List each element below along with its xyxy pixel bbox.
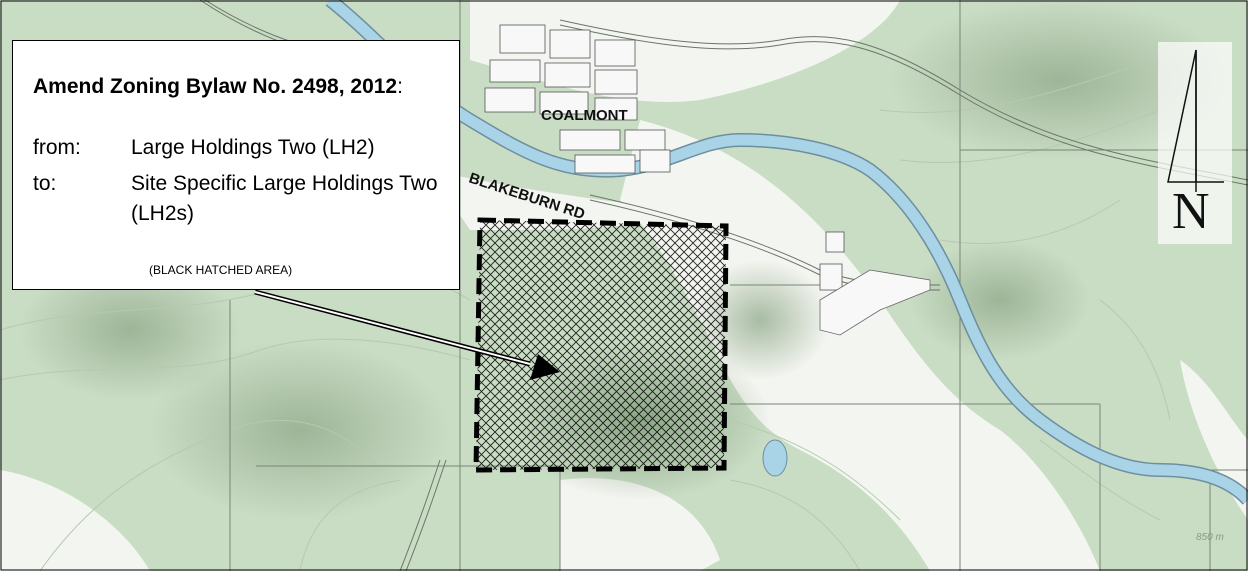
- legend-from-value: Large Holdings Two (LH2): [131, 136, 375, 159]
- lake: [762, 439, 788, 477]
- leader-arrow: [254, 289, 560, 380]
- legend-to-value: Site Specific Large Holdings Two (LH2s): [131, 172, 438, 225]
- north-arrow-icon: [1167, 49, 1224, 192]
- north-letter: N: [1172, 183, 1210, 240]
- legend-box: Amend Zoning Bylaw No. 2498, 2012: from:…: [12, 40, 460, 290]
- legend-from-key: from:: [33, 136, 81, 159]
- coalmont-town-blocks: [484, 24, 845, 291]
- legend-to-key: to:: [33, 172, 57, 195]
- legend-title-colon: :: [397, 75, 403, 98]
- contour-label: 850 m: [1196, 532, 1224, 543]
- hatched-rezoning-area: [473, 217, 729, 473]
- town-label-coalmont: COALMONT: [541, 107, 628, 124]
- legend-title: Amend Zoning Bylaw No. 2498, 2012:: [33, 73, 403, 101]
- north-arrow: N: [1158, 42, 1232, 244]
- legend-title-bold: Amend Zoning Bylaw No. 2498, 2012: [33, 75, 398, 98]
- subdivision-lots: [819, 269, 931, 336]
- river-water: [326, 0, 1248, 504]
- legend-note: (BLACK HATCHED AREA): [149, 263, 293, 277]
